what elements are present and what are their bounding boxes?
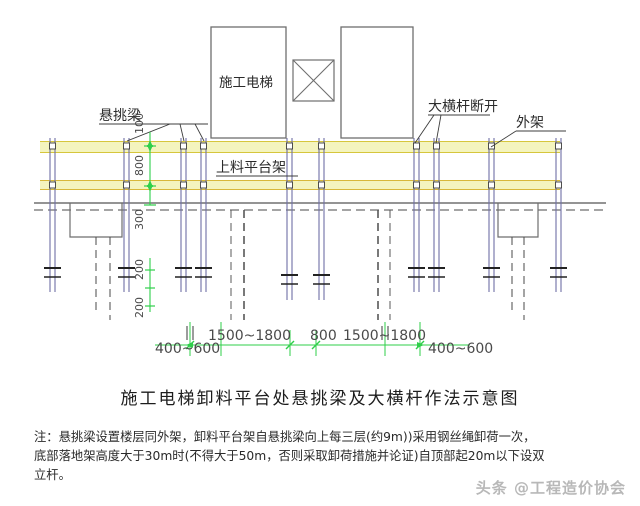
upper-rail-band xyxy=(40,141,560,153)
bar-break-leader-b xyxy=(435,114,442,144)
hdim-value-4: 400~600 xyxy=(428,341,493,357)
drawing-title: 施工电梯卸料平台处悬挑梁及大横杆作法示意图 xyxy=(120,389,520,409)
hdim-value-3: 1500~1800 xyxy=(343,328,426,344)
vdim-value-200-upper: 200 xyxy=(133,259,146,280)
notes-block: 注：悬挑梁设置楼层同外架，卸料平台架自悬挑梁向上每三层(约9m))采用钢丝绳卸荷… xyxy=(34,428,612,485)
lower-rail-band xyxy=(40,180,560,190)
label-construction-elevator: 施工电梯 xyxy=(219,75,273,91)
label-cantilever-beam: 悬挑梁 xyxy=(99,108,141,124)
note-line-2: 底部落地架高度大于30m时(不得大于50m，否则采取卸荷措施并论证)自顶部起20… xyxy=(34,449,545,463)
note-line-3: 立杆。 xyxy=(34,468,71,482)
post-3 xyxy=(175,138,192,292)
vdim-arrow-d xyxy=(147,185,153,192)
cantilever-leader-c xyxy=(194,123,205,142)
vdim-value-100: 100 xyxy=(133,113,146,134)
post-9 xyxy=(483,138,500,292)
post-1 xyxy=(44,138,61,292)
label-big-horizontal-bar-break: 大横杆断开 xyxy=(428,99,498,115)
leader-lines xyxy=(99,114,566,177)
horizontal-dimension-chain xyxy=(155,322,470,356)
post-8 xyxy=(428,138,445,292)
hdim-slash-2 xyxy=(285,340,295,350)
center-dashed-drops xyxy=(230,210,391,320)
hdim-value-2: 800 xyxy=(310,328,337,344)
post-2 xyxy=(118,138,135,292)
post-10 xyxy=(550,138,567,292)
note-line-1: 注：悬挑梁设置楼层同外架，卸料平台架自悬挑梁向上每三层(约9m))采用钢丝绳卸荷… xyxy=(34,430,536,444)
post-4 xyxy=(195,138,212,292)
cantilever-leader-a xyxy=(126,123,171,142)
right-beam-box xyxy=(497,203,539,238)
shaft-cross-diag-b xyxy=(292,59,335,102)
vdim-arrow-b xyxy=(147,145,153,152)
post-7 xyxy=(408,138,425,292)
watermark: 头条 @工程造价协会 xyxy=(475,479,626,497)
platform-rails xyxy=(40,141,560,190)
construction-elevator-box xyxy=(210,26,287,139)
hdim-value-1: 1500~1800 xyxy=(208,328,291,344)
scaffold-posts xyxy=(44,138,567,300)
vdim-value-200-lower: 200 xyxy=(133,297,146,318)
adjacent-shaft-box xyxy=(340,26,414,139)
vertical-dimension-chain xyxy=(144,132,156,312)
vdim-value-300: 300 xyxy=(133,209,146,230)
hdim-slash-3 xyxy=(311,340,321,350)
post-6 xyxy=(313,138,330,300)
bar-break-leader-a xyxy=(414,114,435,144)
floor-slab-lines xyxy=(34,202,606,211)
label-loading-platform-frame: 上料平台架 xyxy=(216,160,286,176)
label-outer-scaffold: 外架 xyxy=(516,115,544,131)
hdim-arrow-right xyxy=(417,342,424,348)
elevator-boxes xyxy=(210,26,414,139)
hdim-value-0: 400~600 xyxy=(155,341,220,357)
cantilever-beam-boxes xyxy=(69,203,539,320)
post-5 xyxy=(281,138,298,300)
cantilever-leader-b xyxy=(179,123,185,142)
vdim-value-800: 800 xyxy=(133,155,146,176)
left-beam-box xyxy=(69,203,123,238)
hdim-arrow-left xyxy=(186,342,193,348)
outer-scaffold-leader-a xyxy=(490,130,517,148)
